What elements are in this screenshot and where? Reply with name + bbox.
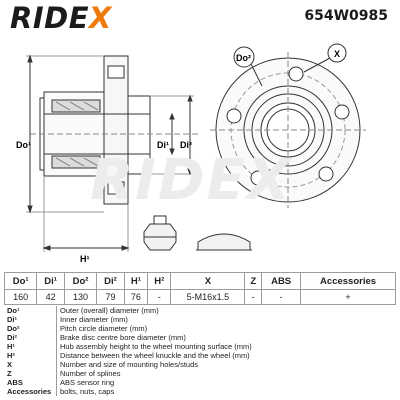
spec-value: 160 — [3, 289, 38, 305]
spec-value: + — [300, 289, 396, 305]
legend-key: H² — [7, 351, 15, 360]
legend-key: Do¹ — [7, 306, 20, 315]
legend-row: H² Distance between the wheel knuckle and… — [4, 351, 396, 360]
legend-key: Do² — [7, 324, 20, 333]
spec-table: Do¹ Di¹ Do² Di² H¹ H² X Z ABS Accessorie… — [3, 272, 396, 305]
legend-row: Do² Pitch circle diameter (mm) — [4, 324, 396, 333]
cap-accessory — [196, 233, 252, 251]
spec-value: - — [244, 289, 263, 305]
spec-value: 130 — [63, 289, 98, 305]
label-di2: Di² — [180, 140, 192, 150]
legend-text: ABS sensor ring — [56, 378, 396, 387]
label-h1: H¹ — [80, 254, 90, 264]
legend-text: Pitch circle diameter (mm) — [56, 324, 396, 333]
hub-front-view — [210, 52, 366, 208]
legend-key: Di¹ — [7, 315, 17, 324]
spec-header: Accessories — [300, 272, 396, 290]
spec-header: H¹ — [123, 272, 149, 290]
spec-header: Di² — [96, 272, 125, 290]
spec-header: Di¹ — [36, 272, 65, 290]
hub-side-view — [26, 54, 200, 252]
legend-row: Do¹ Outer (overall) diameter (mm) — [4, 306, 396, 315]
legend-key: X — [7, 360, 13, 369]
legend-text: bolts, nuts, caps — [56, 387, 396, 396]
legend-text: Number of splines — [56, 369, 396, 378]
legend-row: X Number and size of mounting holes/studs — [4, 360, 396, 369]
spec-value: 42 — [36, 289, 65, 305]
legend-text: Outer (overall) diameter (mm) — [56, 306, 396, 315]
legend-row: H¹ Hub assembly height to the wheel mount… — [4, 342, 396, 351]
label-do1: Do¹ — [16, 140, 31, 150]
spec-header: ABS — [261, 272, 302, 290]
legend-table: Do¹ Outer (overall) diameter (mm) Di¹ Inne… — [4, 306, 396, 396]
brand-watermark: RIDEX — [90, 148, 292, 213]
legend-row: Z Number of splines — [4, 369, 396, 378]
legend-row: Accessories bolts, nuts, caps — [4, 387, 396, 396]
legend-text: Inner diameter (mm) — [56, 315, 396, 324]
label-di1: Di¹ — [157, 140, 169, 150]
hub-drawing-svg: Do¹ Di¹ Di² H¹ Do² X — [16, 43, 366, 264]
label-x: X — [334, 49, 340, 59]
spec-header: X — [170, 272, 246, 290]
legend-key: H¹ — [7, 342, 15, 351]
spec-value-row: 160 42 130 79 76 - 5-M16x1.5 - - + — [3, 289, 396, 305]
spec-value: - — [261, 289, 302, 305]
part-number: 654W0985 — [304, 8, 388, 24]
legend-row: Di² Brake disc centre bore diameter (mm) — [4, 333, 396, 342]
spec-header: Z — [244, 272, 263, 290]
legend-row: Di¹ Inner diameter (mm) — [4, 315, 396, 324]
spec-header: Do² — [63, 272, 98, 290]
spec-value: 76 — [123, 289, 149, 305]
legend-row: ABS ABS sensor ring — [4, 378, 396, 387]
label-x-badge: X — [327, 43, 347, 63]
legend-text: Distance between the wheel knuckle and t… — [56, 351, 396, 360]
spec-value: - — [147, 289, 172, 305]
header: RIDEX 654W0985 — [0, 0, 400, 36]
spec-header: H² — [147, 272, 172, 290]
legend-text: Hub assembly height to the wheel mountin… — [56, 342, 396, 351]
technical-drawing: RIDEX — [0, 36, 400, 268]
spec-header-row: Do¹ Di¹ Do² Di² H¹ H² X Z ABS Accessorie… — [3, 272, 396, 290]
legend-text: Number and size of mounting holes/studs — [56, 360, 396, 369]
label-do2: Do² — [236, 53, 251, 63]
legend-text: Brake disc centre bore diameter (mm) — [56, 333, 396, 342]
legend-key: Di² — [7, 333, 17, 342]
spec-value: 5-M16x1.5 — [170, 289, 246, 305]
legend-key: Z — [7, 369, 12, 378]
legend-key: Accessories — [7, 387, 52, 396]
legend-key: ABS — [7, 378, 23, 387]
brand-logo: RIDEX — [10, 1, 112, 35]
spec-value: 79 — [96, 289, 125, 305]
nut-accessory — [143, 215, 177, 251]
label-do2-badge: Do² — [233, 46, 255, 68]
spec-header: Do¹ — [3, 272, 38, 290]
